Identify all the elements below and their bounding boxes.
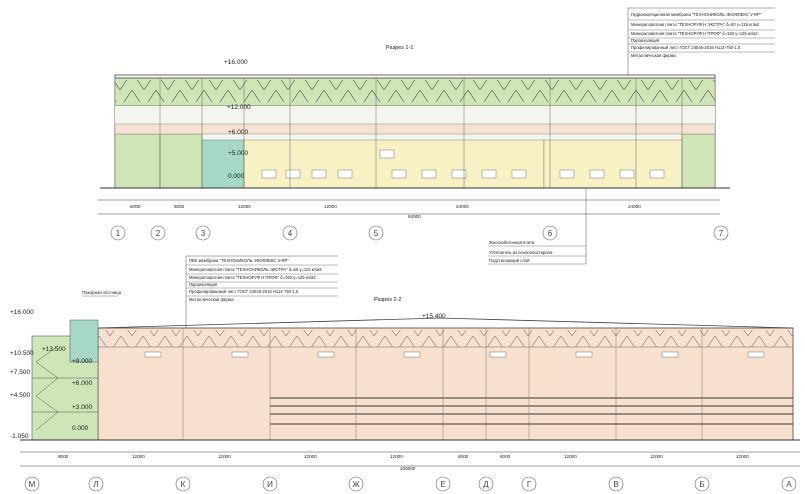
axes-1 [110,225,729,241]
level-1-16000: +16.000 [224,59,248,66]
fire-stair-note: Пожарная лестница [82,290,122,295]
wall-legend-1-line-1: Железобетонная плита [489,240,535,245]
dim-2-d: 12000 [304,454,317,459]
axis-2-g: Г [527,480,532,489]
dim-2-e: 12000 [390,454,403,459]
level-2-16000: +16.000 [10,309,34,316]
dim-1-d: 12000 [324,204,337,209]
dim-2-total: 105000 [400,466,416,471]
axis-2-v: В [613,480,618,489]
axis-2-i: И [267,480,273,489]
dim-1-a: 6000 [130,204,141,209]
dim-2-a: 9000 [58,454,69,459]
axis-2-e: Е [440,480,445,489]
dim-2-b: 12000 [132,454,145,459]
roof-legend-2-line-6: Металлическая ферма [189,297,234,302]
roof-legend-2-line-3: Минераловатная плита "ТЕХНОРУФ Н ПРОФ" δ… [189,275,316,280]
roof-legend-2: ПВХ мембрана "ТЕХНОНИКОЛЬ ЭКОФЛЕКС V-RP"… [185,255,338,330]
axis-2-k: К [181,480,186,489]
wall-legend-1: Железобетонная плита Утеплитель из пеноп… [488,188,587,265]
level-2-15400: +15.400 [422,313,446,320]
roof-legend-1-line-4: Пароизоляция [631,38,659,43]
roof-legend-1-line-1: Гидроизоляционная мембрана "ТЕХНОНИКОЛЬ … [631,12,762,17]
dim-1-f: 24000 [628,204,641,209]
section-2-2: Разрез 2-2 ПВХ мембрана "ТЕХНОНИКОЛЬ ЭКО… [10,255,800,492]
roof-legend-2-line-1: ПВХ мембрана "ТЕХНОНИКОЛЬ ЭКОФЛЕКС V-RP" [189,258,289,263]
dim-2-i: 12000 [564,454,577,459]
dim-2-k: 12000 [736,454,749,459]
dim-2-j: 12000 [650,454,663,459]
level-2-7500: +7.500 [10,369,30,376]
level-1-6000: +6.000 [228,129,248,136]
section-1-title: Разрез 1-1 [386,45,413,51]
level-1-5000: +5.000 [228,150,248,157]
dim-1-e: 24000 [456,204,469,209]
roof-legend-2-line-5: Профилированный лист ГОСТ 24045-2016 Н11… [189,289,299,294]
axes-2 [24,476,797,492]
level-2-9000: +9.000 [72,358,92,365]
level-2-3000: +3.000 [72,404,92,411]
dim-1-c: 12000 [238,204,251,209]
axis-1-6: 6 [548,229,553,238]
axis-2-b: Б [699,480,704,489]
axis-1-4: 4 [288,229,293,238]
level-1-12000: +12.000 [227,104,251,111]
axis-1-2: 2 [156,229,161,238]
dim-2-g: 6000 [458,454,469,459]
axis-1-5: 5 [374,229,379,238]
roof-legend-1-line-3: Минераловатная плита "ТЕХНОРУФ Н ПРОФ" δ… [631,31,758,36]
roof-legend-1-line-6: Металлическая ферма [631,53,676,58]
axis-2-l: Л [93,480,98,489]
roof-legend-1: Гидроизоляционная мембрана "ТЕХНОНИКОЛЬ … [627,7,775,90]
dim-1-total: 84000 [408,214,421,219]
wall-legend-1-line-3: Подстилающий слой [489,258,530,263]
axis-2-zh: Ж [352,480,360,489]
dim-1-b: 6000 [174,204,185,209]
axis-2-d: Д [483,480,489,489]
axis-2-a: А [786,480,792,489]
section-2-title: Разрез 2-2 [374,297,401,303]
level-2-minus1050: -1.050 [10,433,29,440]
axis-2-m: М [29,480,36,489]
roof-legend-2-line-4: Пароизоляция [189,282,217,287]
axis-1-7: 7 [719,229,724,238]
level-2-13500: +13.500 [42,346,66,353]
level-2-0000: 0.000 [72,425,89,432]
level-2-10500: +10.500 [10,350,34,357]
roof-legend-1-line-2: Минераловатная плита "ТЕХНОРУФ Н ЭКСТРА"… [631,22,760,27]
dim-2-c: 12000 [218,454,231,459]
wall-legend-1-line-2: Утеплитель из пенополистирола [489,250,553,255]
roof-legend-1-line-5: Профилированный лист ГОСТ 24045-2016 Н11… [631,45,741,50]
axis-1-3: 3 [201,229,206,238]
level-1-0000: 0.000 [228,173,245,180]
level-2-4500: +4.500 [10,392,30,399]
dim-2-h: 6000 [500,454,511,459]
roof-legend-2-line-2: Минераловатная плита "ТЕХНОНИКОЛЬ ЭКСТРА… [189,267,322,272]
axis-1-1: 1 [116,229,121,238]
section-1-1: Разрез 1-1 Гидроизоляционная мембрана "Т… [98,7,775,265]
level-2-6000: +6.000 [72,380,92,387]
